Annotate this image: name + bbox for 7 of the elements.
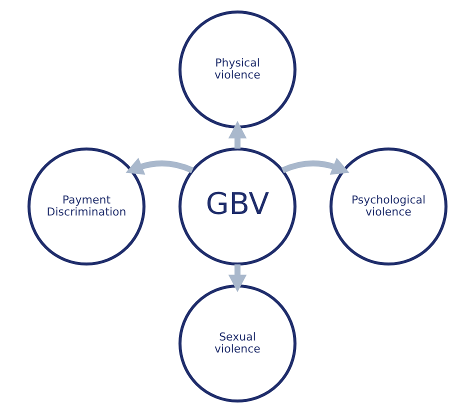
arrow	[228, 264, 246, 292]
arrow	[125, 158, 194, 175]
node-circle: Physical violence	[178, 10, 296, 128]
arrow	[228, 120, 246, 149]
node-circle: GBV	[178, 148, 296, 266]
node-circle: Sexual violence	[178, 284, 296, 402]
arrow	[280, 158, 349, 175]
